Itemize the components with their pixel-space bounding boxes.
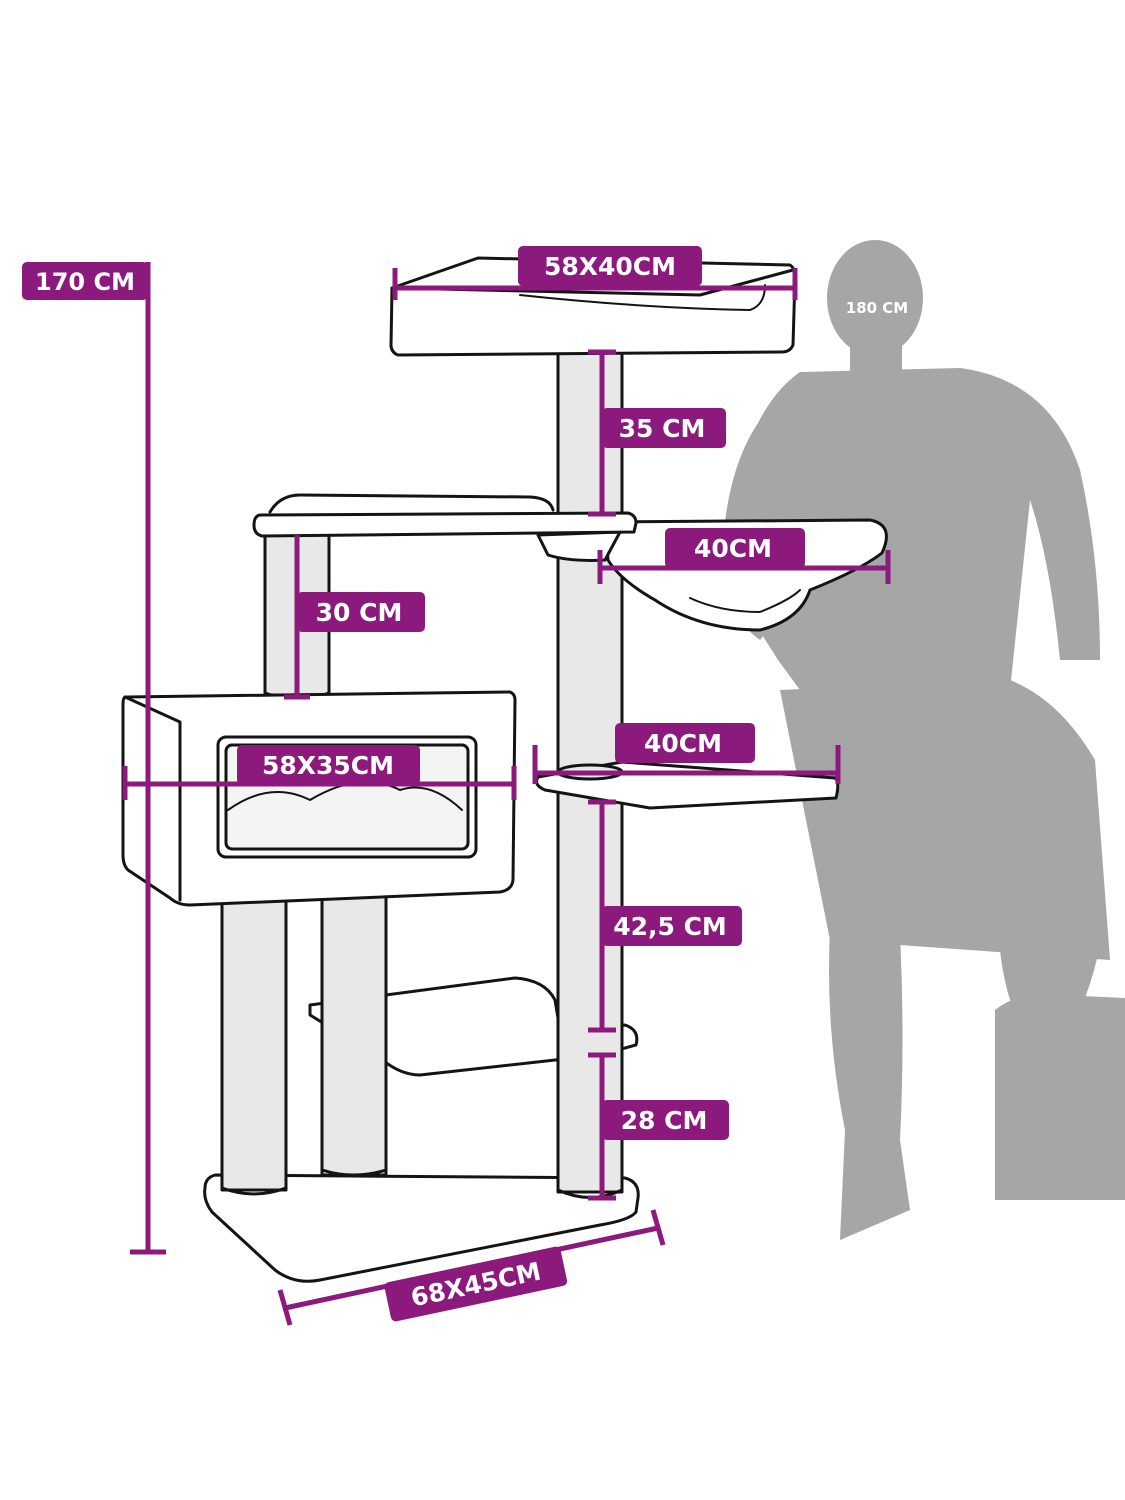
mid-platform-label: 40CM	[644, 729, 722, 758]
lower-platform	[308, 976, 639, 1077]
upper-left-post-label: 30 CM	[316, 598, 403, 627]
upper-left-post-badge: 30 CM	[297, 592, 425, 632]
top-post-label: 35 CM	[619, 414, 706, 443]
hammock-label: 40CM	[694, 534, 772, 563]
cave-badge: 58X35CM	[237, 745, 420, 785]
base-board	[203, 1173, 640, 1283]
upper-shelf	[252, 511, 638, 538]
top-post-badge: 35 CM	[602, 408, 726, 448]
total-height-label: 170 CM	[35, 268, 135, 296]
dimension-labels: 170 CM 58X40CM 35 CM 40CM 30 CM 58X35CM …	[22, 246, 805, 1322]
mid-platform-badge: 40CM	[615, 723, 755, 763]
person-height-label: 180 CM	[846, 299, 908, 317]
post-base-middle	[320, 878, 388, 1177]
total-height-badge: 170 CM	[22, 262, 148, 300]
long-post-label: 42,5 CM	[613, 912, 727, 941]
hammock-badge: 40CM	[665, 528, 805, 568]
low-post-label: 28 CM	[621, 1106, 708, 1135]
person-silhouette	[722, 240, 1125, 1240]
low-post-badge: 28 CM	[602, 1100, 729, 1140]
cave-label: 58X35CM	[262, 751, 394, 780]
top-bed-label: 58X40CM	[544, 252, 676, 281]
post-base-left	[220, 883, 288, 1192]
top-bed-badge: 58X40CM	[518, 246, 702, 286]
long-post-badge: 42,5 CM	[602, 906, 742, 946]
